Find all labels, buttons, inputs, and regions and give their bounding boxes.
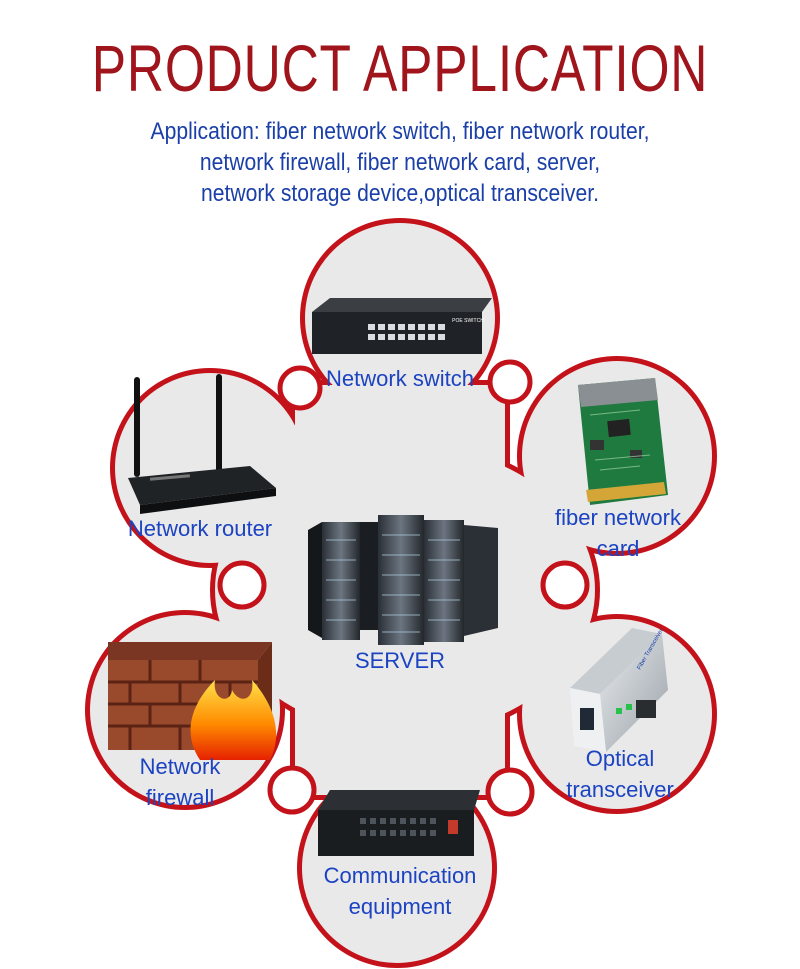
firewall-icon [108, 642, 277, 760]
label-fiber-network-card-line1: fiber network [555, 505, 681, 530]
label-optical-transceiver: Optical transceiver [520, 743, 720, 805]
label-server: SERVER [354, 648, 446, 673]
label-fiber-network-card: fiber network card [518, 502, 718, 564]
label-network-firewall-line2: firewall [145, 785, 215, 810]
label-fiber-network-card-line2: card [596, 536, 640, 561]
wifi-router-icon [128, 374, 276, 514]
label-communication-equipment: Communication equipment [290, 860, 510, 922]
label-communication-equipment-line2: equipment [348, 894, 452, 919]
label-network-switch: Network switch [326, 366, 474, 391]
label-network-firewall: Network firewall [80, 751, 280, 813]
switch-device-text: POE SWITCH [452, 318, 484, 324]
label-optical-transceiver-line1: Optical [585, 746, 655, 771]
application-description: Application: fiber network switch, fiber… [48, 116, 752, 209]
description-line-2: network firewall, fiber network card, se… [199, 149, 601, 176]
server-rack-icon [308, 515, 498, 645]
media-converter-icon: Fiber Transceiver [570, 628, 668, 752]
label-network-router: Network router [127, 516, 273, 541]
rack-equipment-icon [318, 790, 480, 856]
page-title: PRODUCT APPLICATION [91, 31, 709, 105]
description-line-3: network storage device,optical transceiv… [201, 180, 599, 207]
description-line-1: Application: fiber network switch, fiber… [150, 118, 650, 145]
network-card-icon [578, 378, 668, 505]
poe-switch-icon: POE SWITCH [312, 298, 492, 354]
petal-gaps [217, 359, 590, 817]
label-optical-transceiver-line2: transceiver [566, 777, 674, 802]
label-communication-equipment-line1: Communication [323, 863, 477, 888]
label-network-firewall-line1: Network [139, 754, 221, 779]
